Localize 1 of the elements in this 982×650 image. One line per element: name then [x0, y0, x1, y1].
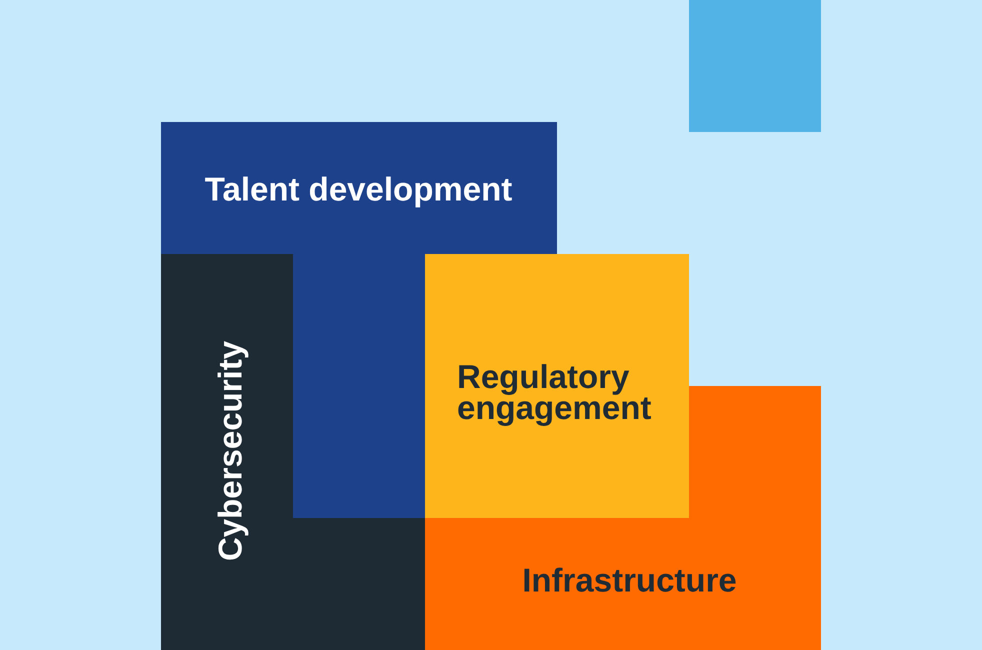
- category-label: Infrastructure: [522, 564, 737, 596]
